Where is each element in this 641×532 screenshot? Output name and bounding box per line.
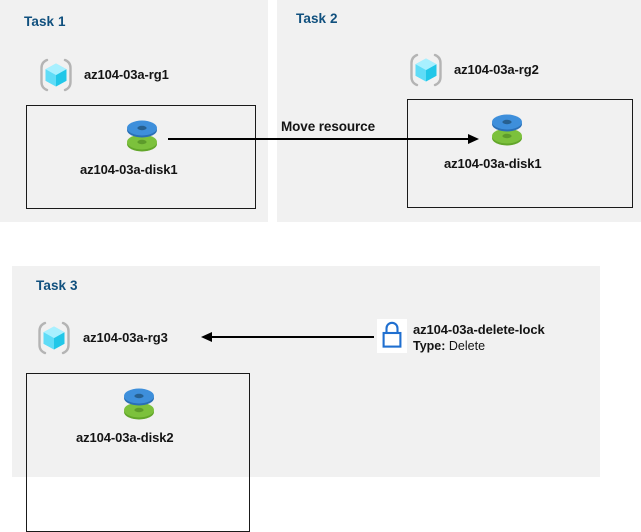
- resource-label: az104-03a-disk1: [80, 162, 178, 177]
- resource-group-label: az104-03a-rg3: [83, 330, 168, 345]
- disk-icon: [119, 381, 159, 425]
- move-resource-connector-line: [168, 138, 470, 140]
- resource-label: az104-03a-disk2: [76, 430, 174, 445]
- resource-group-boundary-task-2: [407, 99, 633, 208]
- disk-icon: [487, 107, 527, 151]
- lock-type-key: Type:: [413, 339, 446, 353]
- lock-connector-arrowhead: [201, 332, 212, 342]
- panel-title-task-3: Task 3: [36, 278, 78, 293]
- move-resource-arrowhead: [468, 134, 479, 144]
- panel-task-1: Task 1 az104-03a-rg1 az104-0: [0, 0, 268, 222]
- lock-type-row: Type: Delete: [413, 339, 485, 353]
- lock-type-value: Delete: [448, 339, 486, 353]
- resource-label: az104-03a-disk1: [444, 156, 542, 171]
- resource-group-icon: [37, 56, 75, 94]
- lock-label: az104-03a-delete-lock: [413, 322, 545, 337]
- panel-task-3: Task 3 az104-03a-rg3 az104-0: [12, 266, 600, 532]
- disk-icon: [122, 113, 162, 157]
- resource-group-icon: [35, 319, 73, 357]
- panel-task-2: Task 2 az104-03a-rg2 az104-0: [277, 0, 641, 222]
- resource-group-boundary-task-1: [26, 105, 256, 209]
- lock-connector-line: [212, 336, 374, 338]
- resource-group-label: az104-03a-rg1: [84, 67, 169, 82]
- resource-group-label: az104-03a-rg2: [454, 62, 539, 77]
- panel-title-task-2: Task 2: [296, 11, 338, 26]
- lock-icon: [377, 319, 407, 353]
- move-resource-label: Move resource: [281, 119, 375, 134]
- resource-group-icon: [407, 51, 445, 89]
- panel-title-task-1: Task 1: [24, 14, 66, 29]
